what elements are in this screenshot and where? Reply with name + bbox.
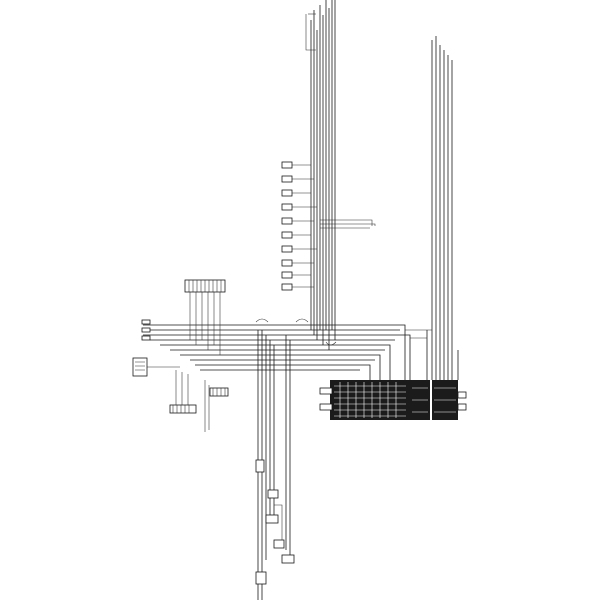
lower-left-connectors xyxy=(169,370,229,432)
main-trunk-wires xyxy=(305,0,336,350)
horizontal-crossbar-wires xyxy=(143,318,432,380)
right-bundle-wires xyxy=(426,36,459,380)
side-branch-wires xyxy=(320,219,376,229)
terminal-blocks xyxy=(319,380,467,420)
left-edge-connectors xyxy=(132,319,180,377)
top-left-connector xyxy=(184,279,226,355)
connector-stack xyxy=(281,161,317,291)
downward-branch-wires xyxy=(255,330,295,600)
